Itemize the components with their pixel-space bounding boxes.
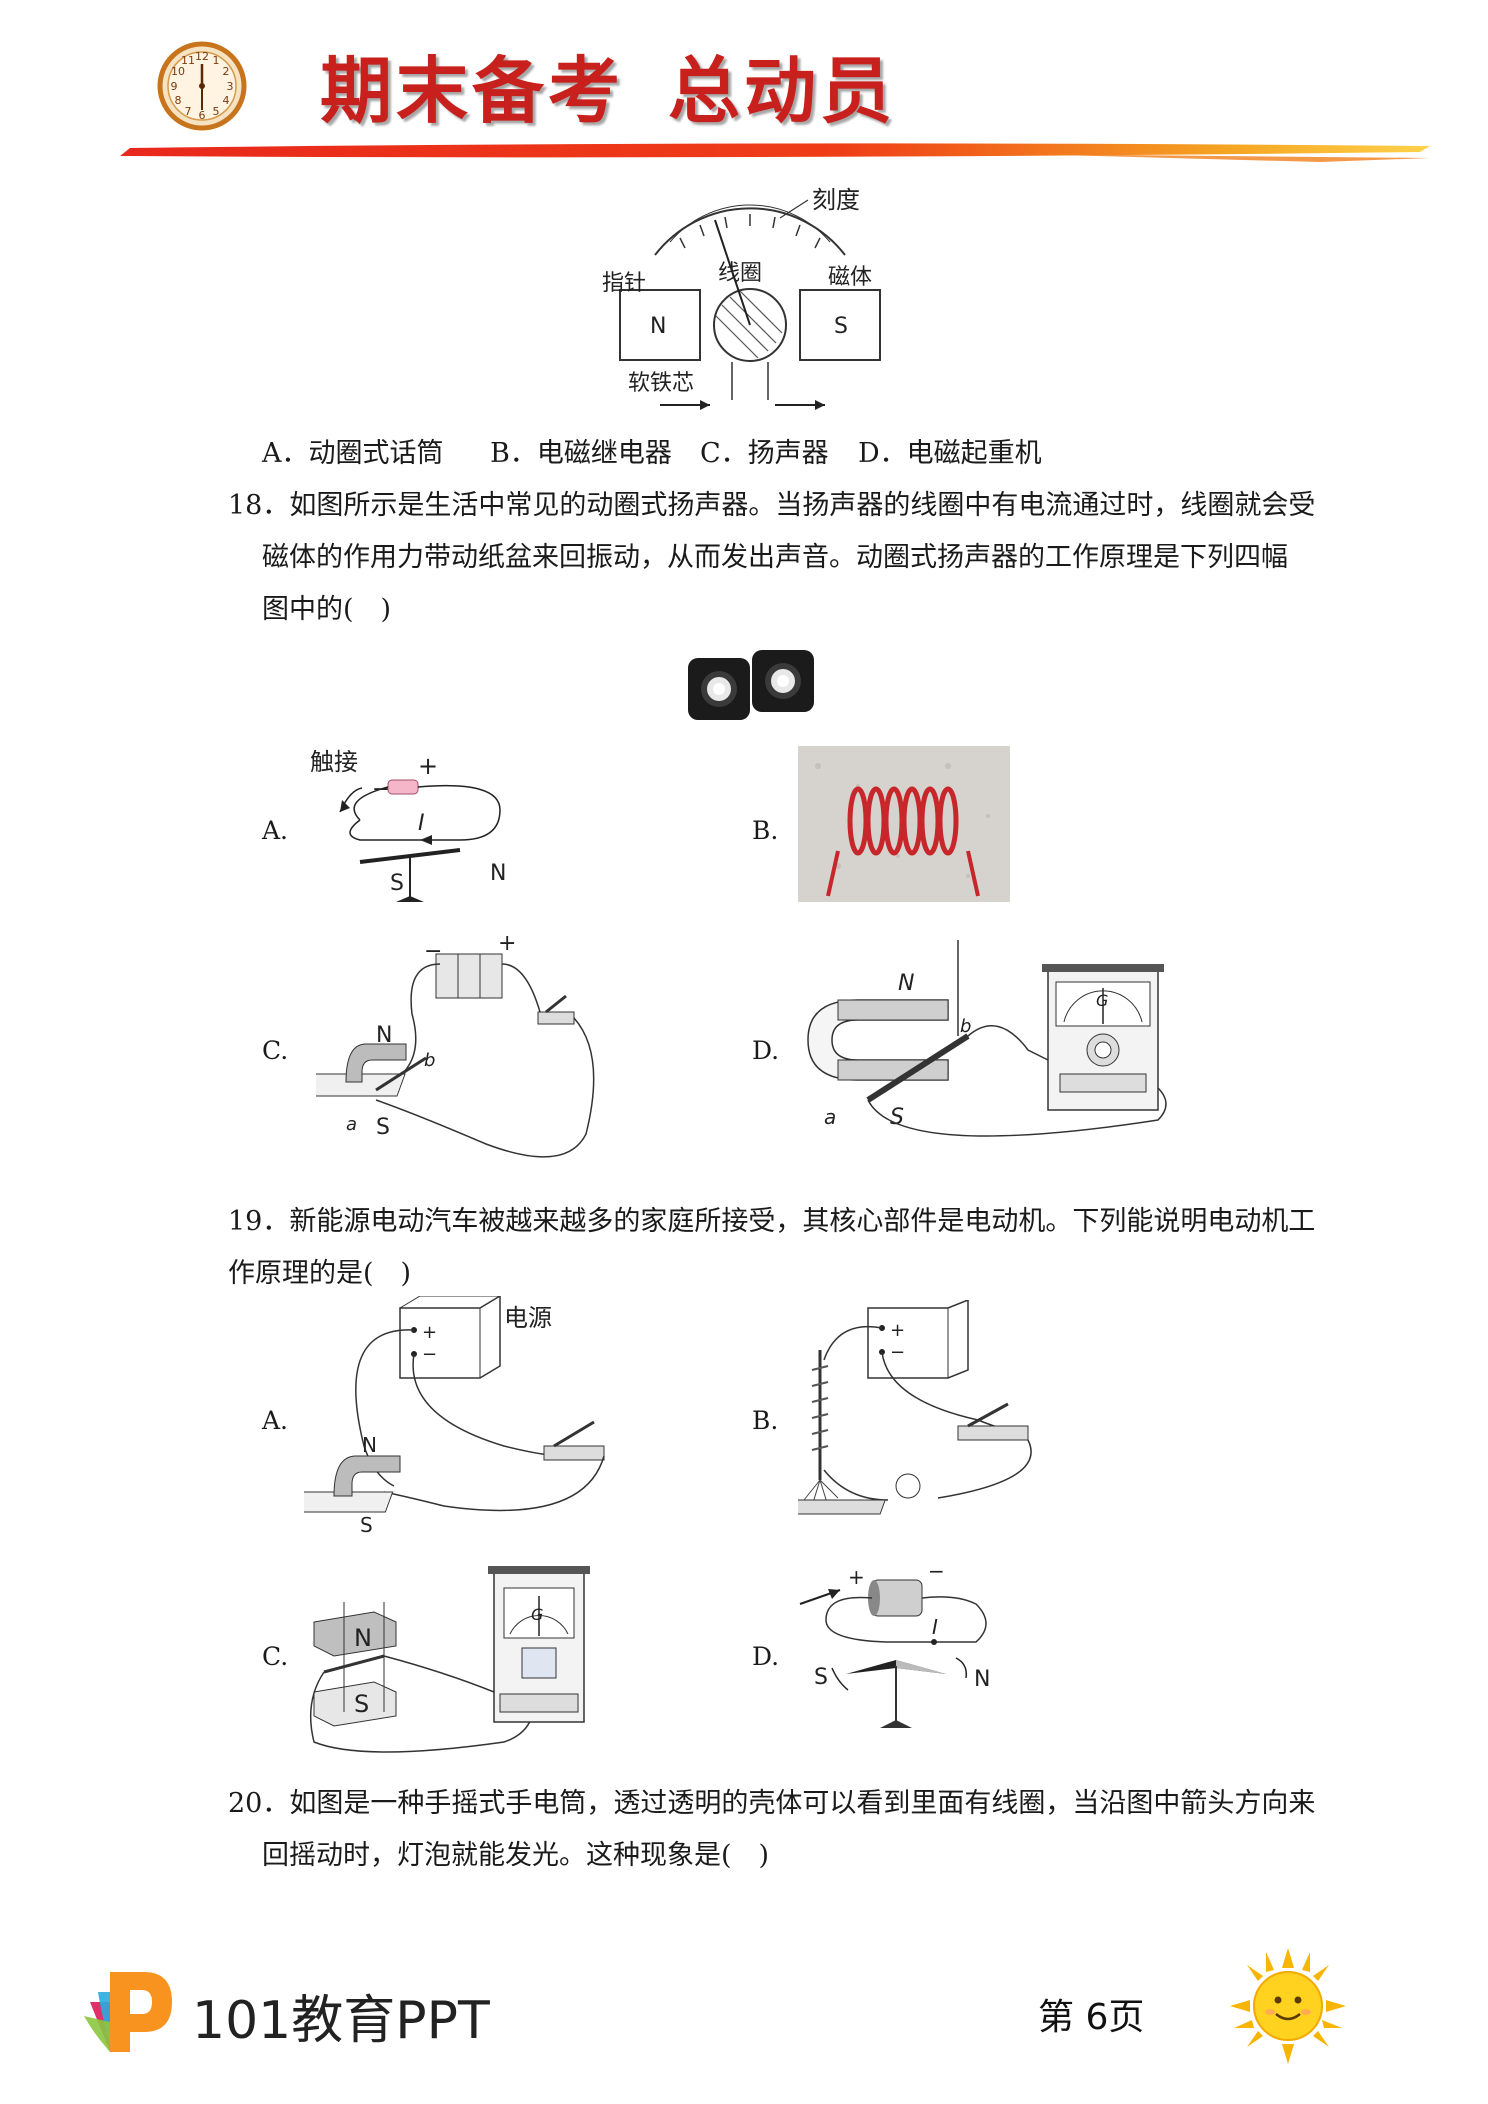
clock-num-8: 8	[175, 94, 182, 107]
q17-option-c: C．扬声器	[700, 438, 829, 469]
q18-option-d-label: D.	[752, 1036, 780, 1065]
s-label: S	[354, 1690, 369, 1718]
q17-option-d: D．电磁起重机	[858, 438, 1042, 469]
b-label: b	[424, 1050, 435, 1071]
q17-option-b: B．电磁继电器	[490, 438, 672, 469]
clock-num-1: 1	[213, 54, 220, 67]
minus-label: −	[424, 939, 442, 964]
clock-num-10: 10	[171, 65, 185, 78]
s-label: S	[890, 1105, 904, 1130]
n-label: N	[362, 1433, 377, 1457]
q19-text-line-2: 作原理的是( )	[228, 1258, 412, 1289]
clock-icon: 12 1 2 3 4 5 6 7 8 9 10 11	[156, 40, 248, 136]
pointer-label: 指针	[602, 271, 646, 296]
q19-figure-b-electromagnet: + −	[798, 1300, 1088, 1540]
clock-num-7: 7	[185, 105, 192, 118]
q18-option-c-label: C.	[262, 1036, 289, 1065]
minus-label: −	[928, 1564, 945, 1583]
b-label: b	[960, 1016, 971, 1037]
q19-option-a-label: A.	[262, 1406, 289, 1435]
q19-option-c-label: C.	[262, 1642, 289, 1671]
g-label: G	[531, 1605, 543, 1624]
plus-label: +	[418, 752, 438, 780]
s-label: S	[376, 1115, 390, 1140]
scale-label: 刻度	[812, 186, 860, 214]
clock-num-12: 12	[195, 50, 209, 63]
current-label: I	[932, 1615, 938, 1639]
plus-label: +	[848, 1565, 865, 1589]
brand-name: 101教育PPT	[192, 1991, 490, 2051]
q18-text-line-3: 图中的( )	[262, 594, 392, 625]
n-label: N	[490, 861, 506, 886]
a-label: a	[824, 1105, 836, 1129]
s-label: S	[390, 871, 404, 896]
q18-option-a-label: A.	[262, 816, 289, 845]
plus-label: +	[422, 1322, 437, 1343]
q20-text-line-1: 20．如图是一种手摇式手电筒，透过透明的壳体可以看到里面有线圈，当沿图中箭头方向…	[228, 1788, 1316, 1819]
minus-label: −	[890, 1342, 905, 1363]
q18-option-b-label: B.	[752, 816, 779, 845]
title-part-2: 总动员	[668, 48, 897, 133]
q18-figure-c-motor: − + N b a S	[316, 934, 606, 1174]
clock-num-3: 3	[227, 80, 234, 93]
q18-text-line-2: 磁体的作用力带动纸盆来回振动，从而发出声音。动圈式扬声器的工作原理是下列四幅	[262, 542, 1288, 573]
q19-figure-a-motor: 电源 + − N S	[304, 1296, 634, 1536]
galvanometer-figure: 刻度 N S 指针 线圈 磁体 软铁芯	[600, 180, 940, 420]
q20-text-line-2: 回摇动时，灯泡就能发光。这种现象是( )	[262, 1840, 770, 1871]
clock-num-2: 2	[223, 65, 230, 78]
s-label: S	[814, 1665, 828, 1690]
q18-text-line-1: 18．如图所示是生活中常见的动圈式扬声器。当扬声器的线圈中有电流通过时，线圈就会…	[228, 490, 1316, 521]
n-label: N	[898, 971, 914, 996]
a-label: a	[346, 1114, 357, 1135]
q19-figure-d-oersted: + − I S N	[796, 1564, 1026, 1744]
touch-label: 触接	[310, 748, 358, 776]
q18-figure-d-induction: N S b a G	[798, 940, 1188, 1140]
q18-figure-a-oersted: 触接 − + I S N	[300, 740, 520, 910]
plus-label: +	[498, 934, 516, 956]
q19-option-b-label: B.	[752, 1406, 779, 1435]
n-label: N	[354, 1624, 372, 1652]
header-divider	[120, 136, 1440, 174]
clock-num-6: 6	[199, 109, 206, 122]
clock-num-11: 11	[181, 54, 195, 67]
q19-figure-c-generator: N S G	[304, 1562, 604, 1762]
q19-text-line-1: 19．新能源电动汽车被越来越多的家庭所接受，其核心部件是电动机。下列能说明电动机…	[228, 1206, 1316, 1237]
minus-label: −	[422, 1344, 437, 1365]
q18-figure-b-solenoid	[798, 746, 1010, 902]
clock-num-9: 9	[171, 80, 178, 93]
speakers-image	[684, 646, 820, 726]
s-label: S	[360, 1513, 373, 1536]
n-label: N	[376, 1023, 392, 1048]
page-title: 期末备考总动员	[320, 32, 896, 137]
brand-logo-icon	[80, 1962, 180, 2066]
n-pole-label: N	[650, 314, 666, 339]
sun-icon	[1228, 1946, 1348, 2070]
clock-num-4: 4	[223, 94, 230, 107]
q19-option-d-label: D.	[752, 1642, 780, 1671]
clock-num-5: 5	[213, 105, 220, 118]
s-pole-label: S	[834, 314, 848, 339]
g-label: G	[1096, 991, 1108, 1010]
n-label: N	[974, 1667, 990, 1692]
q17-option-a: A．动圈式话筒	[262, 438, 444, 469]
core-label: 软铁芯	[628, 371, 694, 396]
page-number: 第 6页	[1038, 1997, 1145, 2038]
current-label: I	[418, 811, 425, 836]
plus-label: +	[890, 1320, 905, 1341]
power-label: 电源	[504, 1304, 552, 1332]
magnet-label: 磁体	[828, 265, 872, 290]
coil-label: 线圈	[718, 261, 762, 286]
title-part-1: 期末备考	[320, 48, 625, 133]
